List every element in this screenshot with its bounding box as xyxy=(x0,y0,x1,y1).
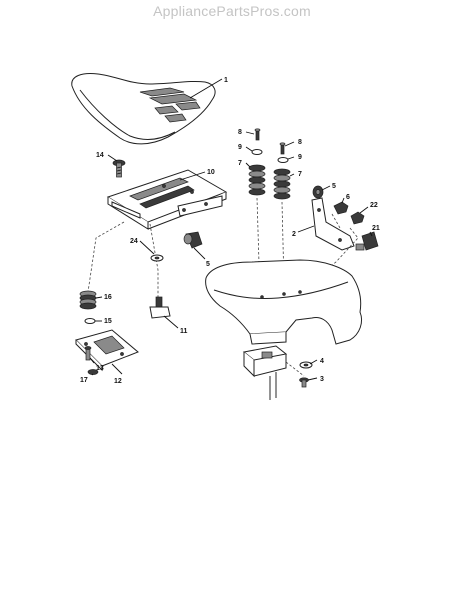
seat-pan[interactable] xyxy=(106,169,228,230)
washer-left[interactable] xyxy=(251,149,263,155)
pin-bolt-left[interactable] xyxy=(254,128,261,141)
callout-24: 24 xyxy=(130,238,138,245)
callout-15: 15 xyxy=(104,318,112,325)
mount-bolt[interactable] xyxy=(299,377,309,388)
callout-8-right: 8 xyxy=(298,139,302,146)
plate-bolt[interactable] xyxy=(84,346,92,361)
spring-washer[interactable] xyxy=(84,318,96,324)
callout-22: 22 xyxy=(370,202,378,209)
carriage-bolt[interactable] xyxy=(112,159,126,178)
callout-4: 4 xyxy=(320,358,324,365)
callout-7-right: 7 xyxy=(298,171,302,178)
callout-7-left: 7 xyxy=(238,160,242,167)
washer-right[interactable] xyxy=(277,157,289,163)
suspension-spring-left[interactable] xyxy=(248,164,266,196)
callout-2: 2 xyxy=(292,231,296,238)
seat-mount-post xyxy=(242,345,288,400)
suspension-spring-right[interactable] xyxy=(273,168,291,200)
callout-5-lower: 5 xyxy=(206,261,210,268)
callout-11: 11 xyxy=(180,328,188,335)
seat-switch[interactable] xyxy=(355,231,379,251)
callout-16: 16 xyxy=(104,294,112,301)
callout-12: 12 xyxy=(114,378,122,385)
callout-5-upper: 5 xyxy=(332,183,336,190)
callout-17: 17 xyxy=(80,377,88,384)
callout-3: 3 xyxy=(320,376,324,383)
seat-adjust-bracket[interactable] xyxy=(311,197,355,251)
pin-bolt-right[interactable] xyxy=(279,142,286,155)
callout-9-right: 9 xyxy=(298,154,302,161)
callout-8-left: 8 xyxy=(238,129,242,136)
flat-washer[interactable] xyxy=(150,254,164,262)
watermark-header: AppliancePartsPros.com xyxy=(153,3,311,19)
callout-6: 6 xyxy=(346,194,350,201)
lock-nut[interactable] xyxy=(350,211,365,225)
callout-21: 21 xyxy=(372,225,380,232)
leader-lines xyxy=(89,78,373,381)
rear-fender xyxy=(205,259,363,345)
callout-14: 14 xyxy=(96,152,104,159)
seat-hinge[interactable] xyxy=(149,296,171,319)
callout-9-left: 9 xyxy=(238,144,242,151)
adjustment-knob-upper[interactable] xyxy=(312,185,324,199)
callout-1: 1 xyxy=(224,77,228,84)
callout-10: 10 xyxy=(207,169,215,176)
seat[interactable] xyxy=(71,73,216,145)
hex-nut[interactable] xyxy=(333,201,349,215)
seat-mounting-plate[interactable] xyxy=(75,329,139,372)
callout-13: 13 xyxy=(96,365,104,372)
mount-washer[interactable] xyxy=(299,361,313,369)
adjustment-knob-lower[interactable] xyxy=(183,231,203,249)
seat-spring[interactable] xyxy=(79,290,97,310)
